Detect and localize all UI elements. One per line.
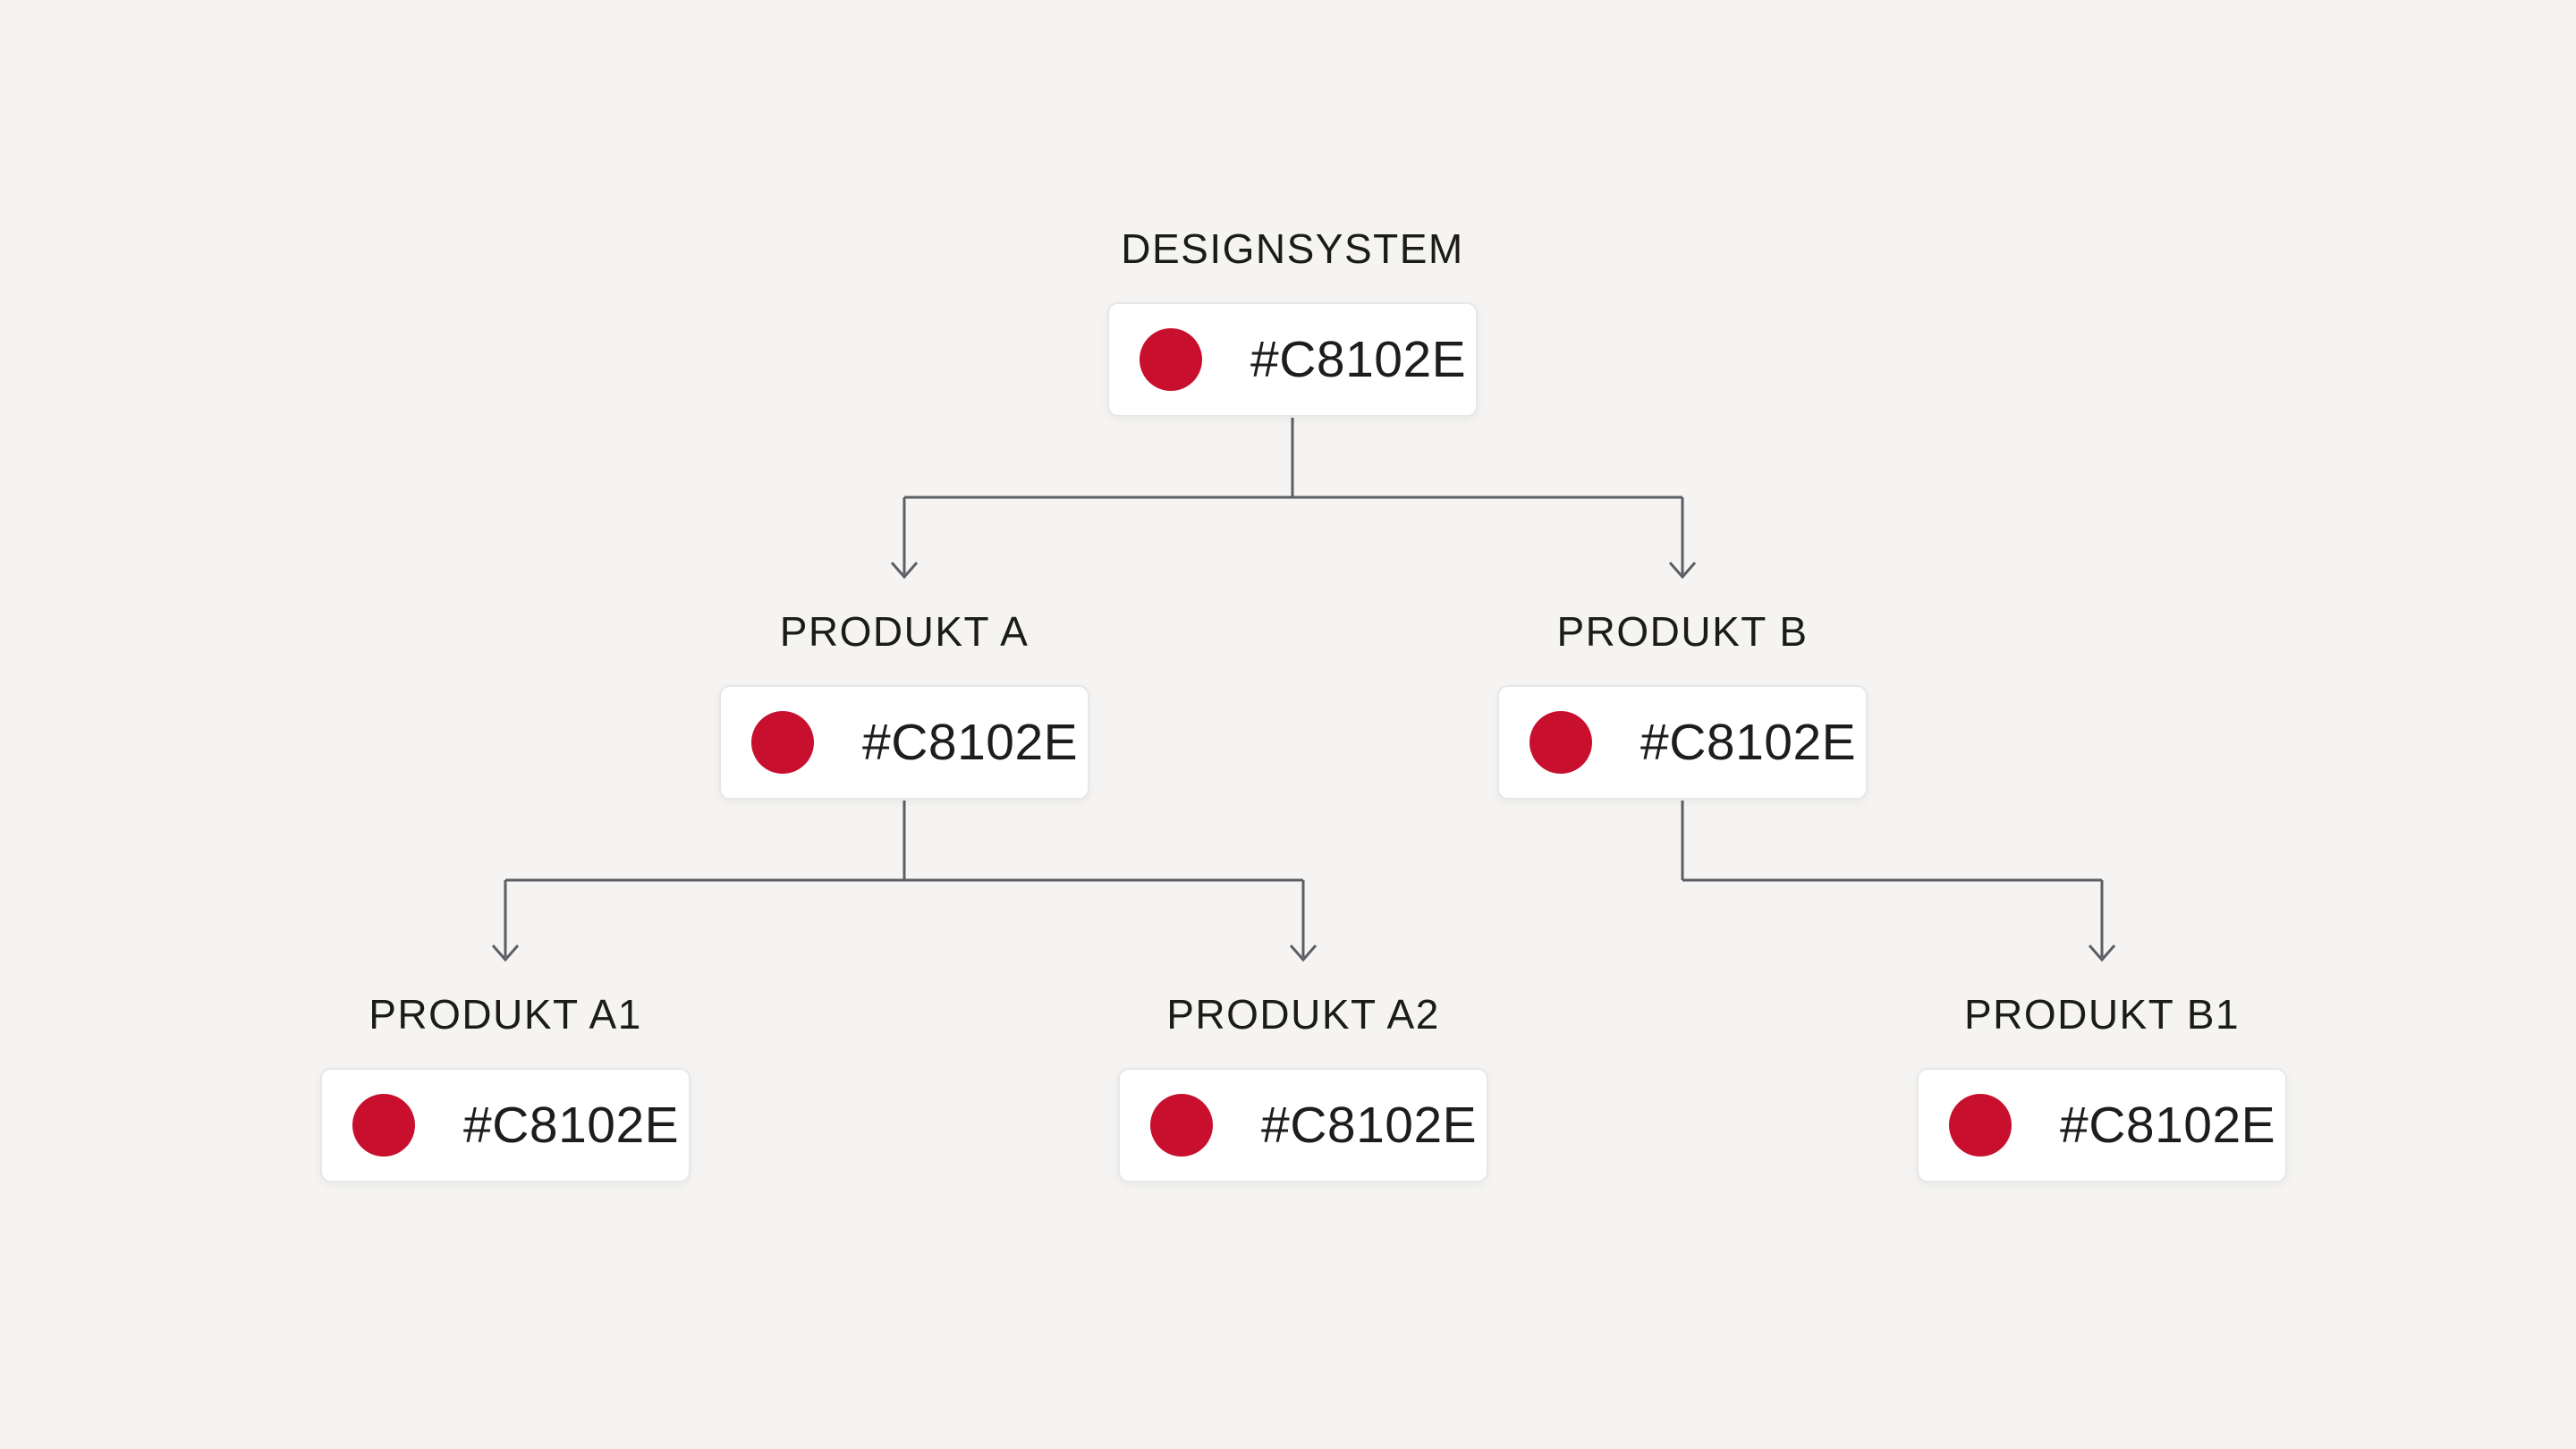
color-token-card: #C8102E: [1497, 685, 1868, 800]
color-hex-value: #C8102E: [862, 714, 1079, 771]
connector-path-designsystem: [902, 418, 1684, 574]
node-title: DESIGNSYSTEM: [1121, 225, 1464, 272]
node-title: PRODUKT A: [779, 608, 1030, 655]
arrow-down-icon: [1289, 945, 1318, 962]
color-hex-value: #C8102E: [1261, 1097, 1478, 1154]
node-title: PRODUKT B1: [1963, 991, 2241, 1038]
color-swatch-dot: [1140, 328, 1202, 391]
node-title: PRODUKT A2: [1166, 991, 1440, 1038]
color-token-card: #C8102E: [1917, 1068, 2287, 1182]
color-token-card: #C8102E: [1118, 1068, 1488, 1182]
node-title: PRODUKT A1: [369, 991, 642, 1038]
tree-node-produkt-a: PRODUKT A #C8102E: [719, 608, 1089, 800]
arrow-down-icon: [890, 562, 919, 580]
color-swatch-dot: [1949, 1094, 2012, 1157]
node-title: PRODUKT B: [1556, 608, 1809, 655]
color-swatch-dot: [352, 1094, 415, 1157]
tree-node-produkt-b1: PRODUKT B1 #C8102E: [1917, 991, 2287, 1182]
color-token-card: #C8102E: [1107, 302, 1478, 417]
arrow-down-icon: [1668, 562, 1697, 580]
tree-node-designsystem: DESIGNSYSTEM #C8102E: [1107, 225, 1478, 417]
color-hex-value: #C8102E: [1250, 331, 1467, 388]
arrow-down-icon: [2088, 945, 2116, 962]
color-hex-value: #C8102E: [2060, 1097, 2276, 1154]
tree-node-produkt-a2: PRODUKT A2 #C8102E: [1118, 991, 1488, 1182]
color-token-card: #C8102E: [719, 685, 1089, 800]
color-swatch-dot: [1150, 1094, 1213, 1157]
color-token-card: #C8102E: [320, 1068, 691, 1182]
color-swatch-dot: [751, 711, 814, 774]
arrow-down-icon: [491, 945, 520, 962]
tree-node-produkt-a1: PRODUKT A1 #C8102E: [320, 991, 691, 1182]
tree-node-produkt-b: PRODUKT B #C8102E: [1497, 608, 1868, 800]
color-swatch-dot: [1530, 711, 1592, 774]
color-hex-value: #C8102E: [1640, 714, 1857, 771]
connector-path-produkt-b: [1681, 801, 2104, 957]
connector-path-produkt-a: [504, 801, 1305, 957]
color-hex-value: #C8102E: [463, 1097, 680, 1154]
